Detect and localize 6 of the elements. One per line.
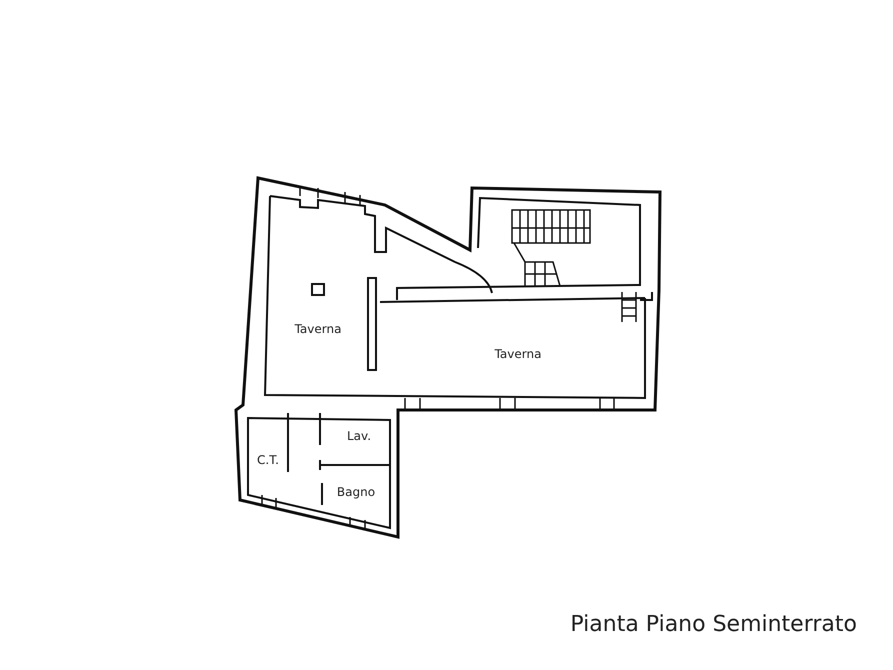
room-label: Lav. (346, 429, 372, 443)
room-label: Bagno (336, 485, 376, 499)
room-label: Taverna (494, 347, 542, 361)
room-label: C.T. (257, 453, 279, 467)
room-label: Taverna (294, 322, 342, 336)
plan-caption: Pianta Piano Seminterrato (570, 612, 857, 637)
